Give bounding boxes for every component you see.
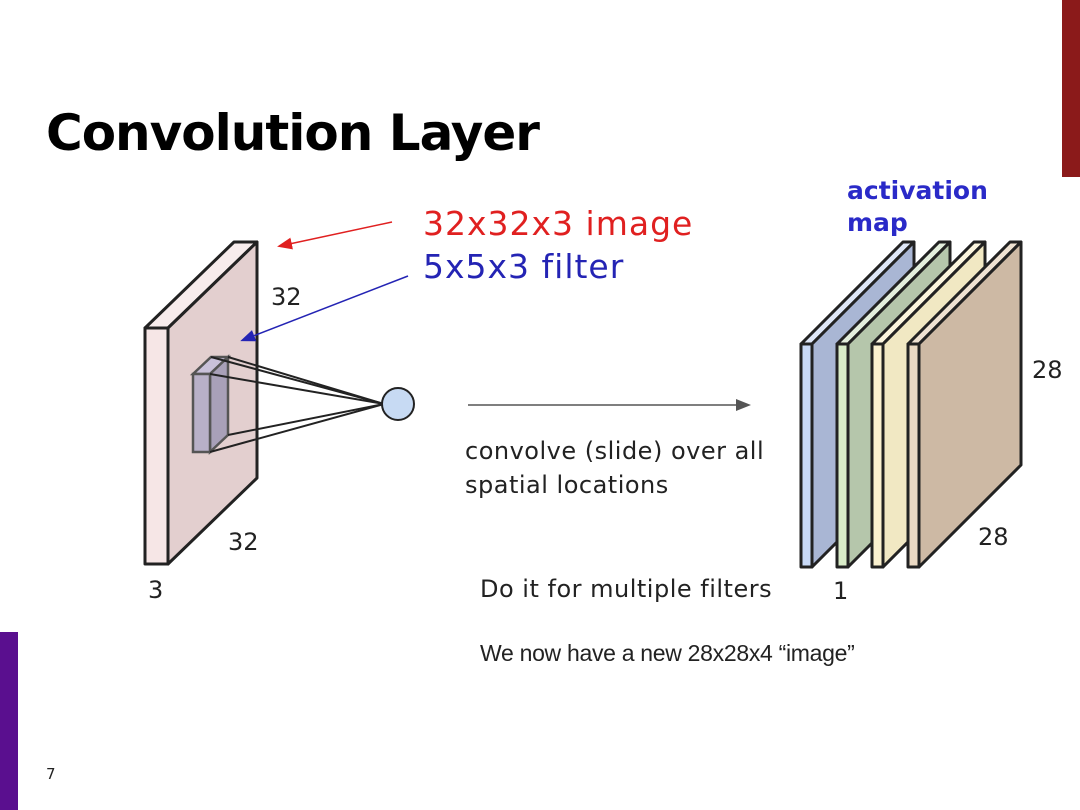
connection-line [209, 403, 385, 453]
activation-map-3-front [870, 342, 885, 569]
filter-box [189, 354, 232, 455]
convolve-caption-line1: convolve (slide) over all [465, 437, 765, 465]
filter-label-arrow [240, 275, 409, 342]
image-label-arrow [277, 221, 393, 250]
input-height-label: 32 [271, 283, 302, 311]
convolve-caption-line2: spatial locations [465, 471, 669, 499]
connection-line [209, 373, 385, 405]
right-accent-bar [1062, 0, 1080, 177]
activation-label-line2: map [847, 208, 908, 237]
activation-map-1-front [799, 342, 814, 569]
filter-label: 5x5x3 filter [423, 247, 625, 286]
filter-box-front [191, 372, 212, 454]
connection-line [227, 356, 385, 405]
left-accent-bar [0, 632, 18, 810]
activation-map-label: activation map [847, 175, 988, 239]
connection-line [227, 403, 385, 436]
input-depth-label: 3 [148, 576, 164, 604]
activation-map-4 [906, 240, 1023, 569]
output-width-label: 28 [978, 523, 1009, 551]
output-height-label: 28 [1032, 356, 1063, 384]
input-image-label: 32x32x3 image [423, 204, 694, 243]
activation-maps [799, 240, 1023, 569]
activation-map-2-front [835, 342, 850, 569]
filter-connections [209, 356, 385, 453]
convolve-caption: convolve (slide) over all spatial locati… [465, 434, 764, 502]
page-number: 7 [46, 765, 56, 783]
activation-label-line1: activation [847, 176, 988, 205]
filter-box-side [208, 354, 230, 455]
output-index-label: 1 [833, 577, 849, 605]
output-neuron [381, 387, 415, 421]
input-volume-front [143, 326, 170, 566]
new-image-caption: We now have a new 28x28x4 “image” [480, 640, 855, 666]
slide-title: Convolution Layer [46, 104, 540, 162]
activation-map-4-front [906, 342, 921, 569]
input-width-label: 32 [228, 528, 259, 556]
multiple-filters-caption: Do it for multiple filters [480, 575, 773, 603]
